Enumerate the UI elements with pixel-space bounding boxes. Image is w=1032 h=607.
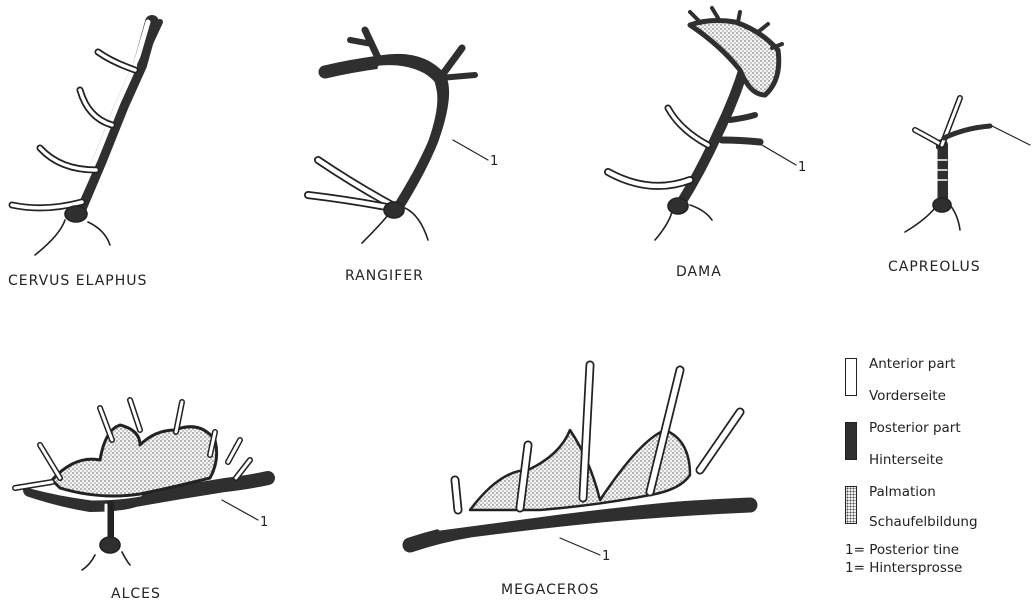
posterior-swatch: [845, 422, 857, 460]
label-rangifer: RANGIFER: [345, 268, 424, 284]
anterior-swatch: [845, 358, 857, 396]
legend-anterior-de: Vorderseite: [869, 388, 946, 404]
legend: Anterior part Vorderseite Posterior part…: [845, 356, 1025, 584]
alces-antler: [15, 400, 268, 570]
legend-anterior: Anterior part Vorderseite: [845, 356, 1025, 420]
rangifer-tine-callout: 1: [490, 154, 498, 169]
alces-tine-callout: 1: [260, 515, 268, 530]
capreolus-antler: [905, 98, 1030, 232]
label-megaceros: MEGACEROS: [501, 582, 599, 598]
cervus-elaphus-antler: [12, 22, 160, 255]
legend-posterior-en: Posterior part: [869, 420, 961, 436]
legend-posterior-de: Hinterseite: [869, 452, 943, 468]
palmation-swatch: [845, 486, 857, 524]
legend-anterior-en: Anterior part: [869, 356, 955, 372]
legend-posterior: Posterior part Hinterseite: [845, 420, 1025, 484]
legend-palmation-de: Schaufelbildung: [869, 514, 978, 530]
legend-note-de: 1= Hintersprosse: [845, 560, 962, 576]
label-cervus-elaphus: CERVUS ELAPHUS: [8, 273, 147, 289]
megaceros-antler: [410, 365, 750, 555]
dama-antler: [608, 8, 796, 240]
label-capreolus: CAPREOLUS: [888, 259, 981, 275]
legend-palmation: Palmation Schaufelbildung: [845, 484, 1025, 544]
megaceros-tine-callout: 1: [602, 549, 610, 564]
legend-palmation-en: Palmation: [869, 484, 936, 500]
label-dama: DAMA: [676, 264, 722, 280]
rangifer-antler: [308, 30, 488, 243]
legend-notes: 1= Posterior tine 1= Hintersprosse: [845, 544, 1025, 584]
label-alces: ALCES: [111, 586, 161, 602]
dama-tine-callout: 1: [798, 160, 806, 175]
legend-note-en: 1= Posterior tine: [845, 542, 959, 558]
